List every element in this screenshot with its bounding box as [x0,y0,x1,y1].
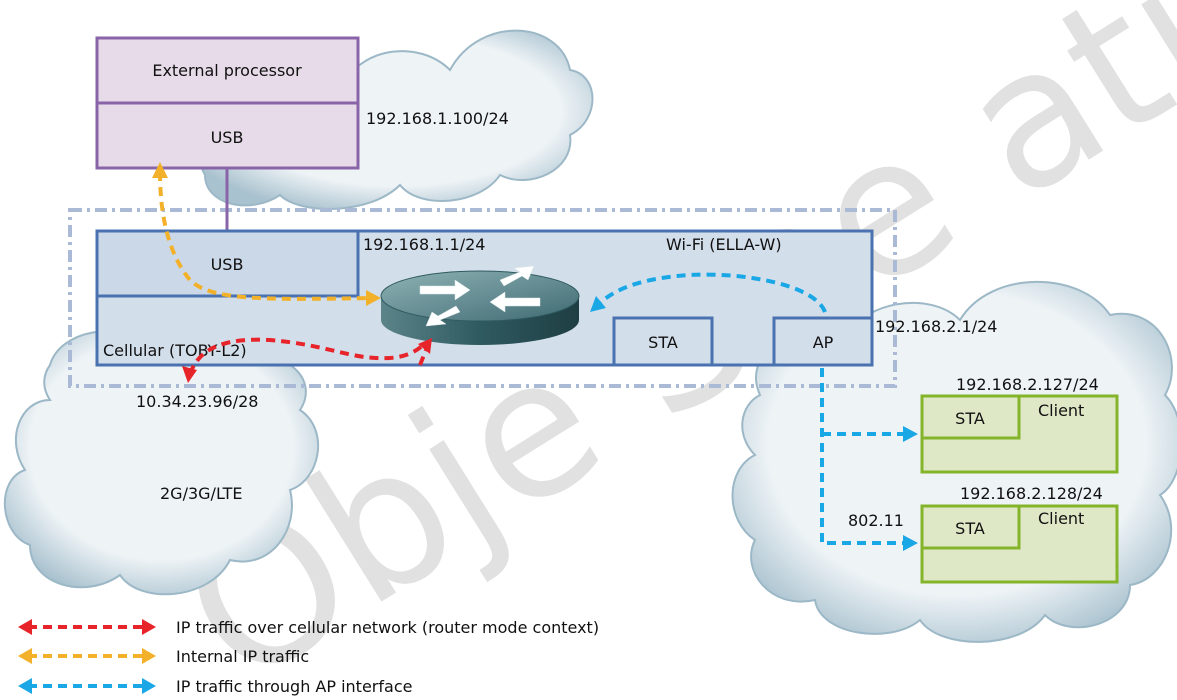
legend-arrow-right [142,648,156,664]
client-1-ip: 192.168.2.127/24 [956,375,1099,394]
ap-arrow-client-1 [903,426,918,442]
external-processor-title: External processor [152,61,302,80]
module-ap-block [772,316,874,367]
internal-arrow-up [152,162,168,178]
client-2-label: Client [1038,509,1084,528]
wifi-label: Wi-Fi (ELLA-W) [666,235,782,254]
legend-arrow-right [142,619,156,635]
legend-arrow-left [18,678,32,694]
client-1: STA Client [920,394,1119,474]
cellular-network-label: 2G/3G/LTE [160,484,243,503]
legend-label: IP traffic through AP interface [176,677,412,696]
ap-traffic-path [595,272,905,545]
cellular-arrow-down [182,366,197,383]
external-processor: External processor USB [95,36,360,170]
module-usb-block [95,229,360,298]
legend-arrow-left [18,648,32,664]
cellular-ip: 10.34.23.96/28 [136,392,258,411]
module-sta-label: STA [648,333,678,352]
ap-ip: 192.168.2.1/24 [875,317,997,336]
legend-label: IP traffic over cellular network (router… [176,618,599,637]
legend-arrow-left [18,619,32,635]
internal-traffic-path [158,171,371,301]
ap-arrow-router [590,296,606,312]
cellular-arrow-router [418,338,432,354]
legend-item: IP traffic over cellular network (router… [18,618,599,637]
router-icon [380,265,580,345]
client-2: STA Client [920,504,1119,584]
internal-arrow-right [366,290,381,306]
legend-arrow-right [142,678,156,694]
module-sta-block [612,316,714,367]
wifi-standard: 802.11 [848,511,904,530]
legend: IP traffic over cellular network (router… [18,618,599,696]
processor-usb-label: USB [211,128,244,147]
legend-item: IP traffic through AP interface [18,677,412,696]
client-1-sta: STA [955,409,985,428]
module-usb-label: USB [211,255,244,274]
router-ip: 192.168.1.1/24 [363,235,485,254]
client-2-sta: STA [955,519,985,538]
processor-ip: 192.168.1.100/24 [366,109,509,128]
ap-arrow-client-2 [903,535,918,551]
cellular-label: Cellular (TOBY-L2) [103,341,247,360]
module-ap-label: AP [813,333,834,352]
client-1-label: Client [1038,401,1084,420]
legend-label: Internal IP traffic [176,647,309,666]
legend-item: Internal IP traffic [18,647,309,666]
client-2-ip: 192.168.2.128/24 [960,484,1103,503]
